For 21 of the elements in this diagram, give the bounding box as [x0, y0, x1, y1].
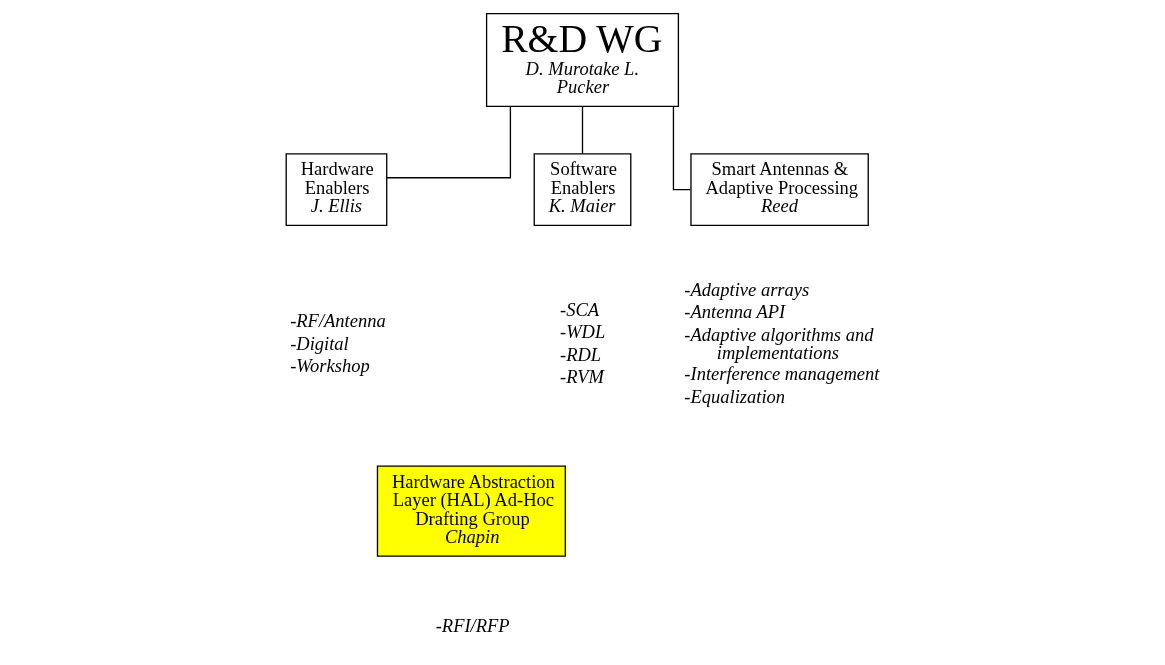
node-label: -SCA — [560, 299, 600, 320]
node-label: -Interference management — [684, 364, 880, 385]
node-label: -Adaptive algorithms and implementations — [684, 324, 874, 364]
node-label: -RFI/RFP — [435, 615, 510, 636]
node-box: R&D WG D. Murotake L. Pucker — [485, 13, 680, 107]
node-label: -Equalization — [684, 386, 786, 407]
node-label: -Workshop — [290, 356, 370, 377]
node-box: Hardware Enablers J. Ellis — [285, 153, 388, 226]
node-label: -RF/Antenna — [290, 311, 386, 332]
node-box: Smart Antennas & Adaptive Processing Reed — [690, 153, 869, 226]
node-label: -RVM — [560, 367, 604, 388]
connector — [386, 105, 512, 179]
node-box: Software Enablers K. Maier — [533, 153, 632, 226]
connector — [581, 105, 584, 155]
node-label: -RDL — [560, 344, 602, 365]
node-label: -WDL — [560, 322, 606, 343]
node-box: Hardware Abstraction Layer (HAL) Ad-Hoc Drafting Group Chapin — [376, 465, 566, 557]
node-label: -Digital — [290, 333, 349, 354]
node-label: -Adaptive arrays — [684, 279, 810, 300]
connector — [672, 105, 692, 191]
node-label: -Antenna API — [684, 302, 786, 323]
